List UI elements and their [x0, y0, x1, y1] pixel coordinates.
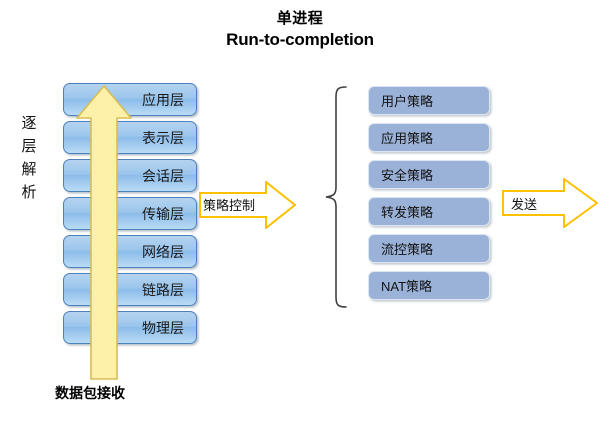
layer-label-network: 网络层: [142, 244, 184, 260]
title-chinese: 单进程: [276, 10, 324, 27]
layer-box-presentation[interactable]: 表示层: [63, 121, 197, 154]
layer-label-physical: 物理层: [142, 320, 184, 336]
policy-box-user[interactable]: 用户策略: [368, 86, 490, 115]
policy-label-flow-control: 流控策略: [381, 242, 434, 257]
layer-box-physical[interactable]: 物理层: [63, 311, 197, 344]
layer-label-datalink: 链路层: [142, 282, 184, 298]
curly-brace-icon: [325, 86, 347, 308]
layer-box-transport[interactable]: 传输层: [63, 197, 197, 230]
policy-label-security: 安全策略: [381, 168, 434, 183]
policy-label-forwarding: 转发策略: [381, 205, 434, 220]
policy-control-label: 策略控制: [203, 198, 256, 213]
diagram-title: 单进程 Run-to-completion: [158, 10, 442, 50]
title-english: Run-to-completion: [226, 29, 374, 49]
send-label: 发送: [511, 197, 538, 212]
packet-receive-caption: 数据包接收: [55, 385, 125, 401]
layer-label-transport: 传输层: [142, 206, 184, 222]
layer-box-network[interactable]: 网络层: [63, 235, 197, 268]
osi-layer-stack: 应用层 表示层 会话层 传输层 网络层 链路层 物理层: [63, 83, 197, 344]
up-arrow-char-4: 析: [21, 184, 37, 201]
policy-label-nat: NAT策略: [381, 279, 433, 294]
up-arrow-icon: [75, 85, 133, 380]
send-arrow-icon: [502, 177, 599, 229]
policy-label-application: 应用策略: [381, 131, 434, 146]
policy-control-arrow-icon: [199, 179, 297, 231]
policy-list: 用户策略 应用策略 安全策略 转发策略 流控策略 NAT策略: [368, 86, 490, 308]
layer-box-session[interactable]: 会话层: [63, 159, 197, 192]
policy-label-user: 用户策略: [381, 94, 434, 109]
up-arrow-char-2: 层: [21, 138, 37, 155]
policy-box-nat[interactable]: NAT策略: [368, 271, 490, 300]
up-arrow-char-1: 逐: [21, 115, 37, 132]
policy-box-forwarding[interactable]: 转发策略: [368, 197, 490, 226]
up-arrow-label: 逐 层 解 析: [0, 112, 58, 204]
layer-box-datalink[interactable]: 链路层: [63, 273, 197, 306]
layer-label-presentation: 表示层: [142, 130, 184, 146]
policy-box-application[interactable]: 应用策略: [368, 123, 490, 152]
layer-label-session: 会话层: [142, 168, 184, 184]
layer-label-application: 应用层: [142, 92, 184, 108]
policy-box-security[interactable]: 安全策略: [368, 160, 490, 189]
policy-box-flow-control[interactable]: 流控策略: [368, 234, 490, 263]
up-arrow-char-3: 解: [21, 161, 37, 178]
